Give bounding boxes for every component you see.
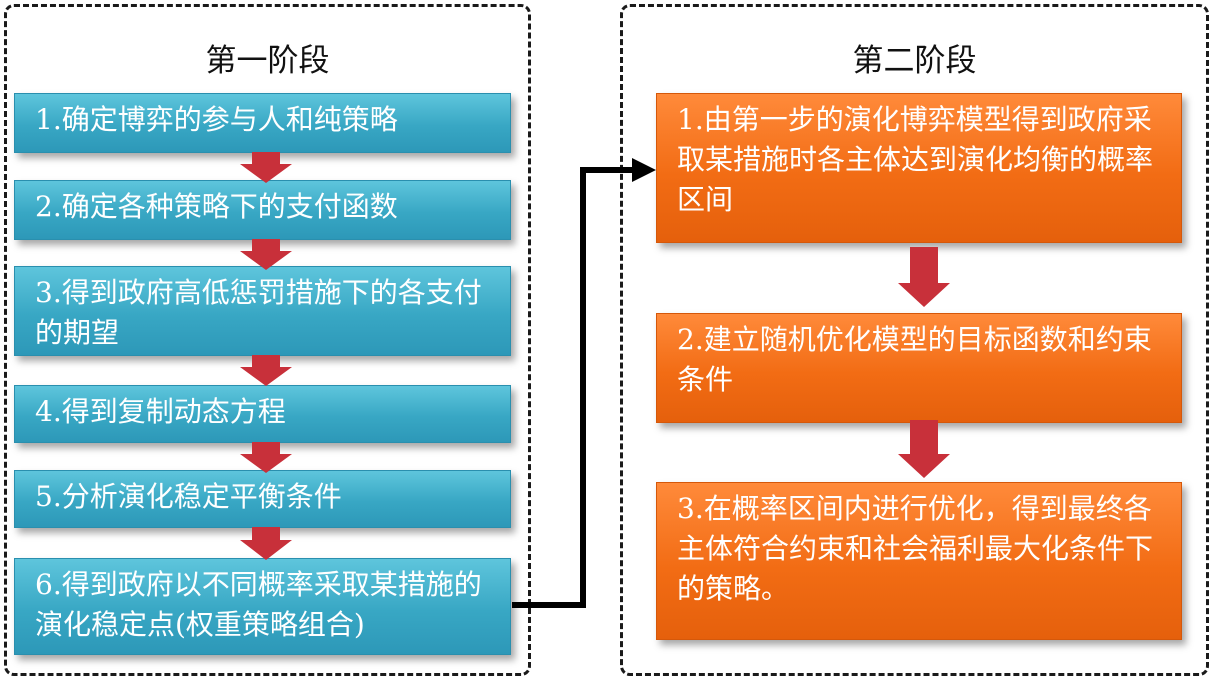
stage-two-title: 第二阶段: [852, 43, 977, 79]
down-arrow-icon: [898, 420, 950, 478]
stage-one-step-6: 6.得到政府以不同概率采取某措施的演化稳定点(权重策略组合): [14, 558, 511, 655]
stage-two-step-1: 1.由第一步的演化博弈模型得到政府采取某措施时各主体达到演化均衡的概率区间: [656, 93, 1182, 243]
down-arrow-icon: [898, 247, 950, 307]
stage-one-step-3: 3.得到政府高低惩罚措施下的各支付的期望: [14, 266, 511, 356]
stage-one-step-4: 4.得到复制动态方程: [14, 385, 511, 443]
down-arrow-icon: [240, 239, 292, 270]
stage-two-step-3: 3.在概率区间内进行优化，得到最终各主体符合约束和社会福利最大化条件下的策略。: [656, 482, 1182, 640]
stage-one-step-2: 2.确定各种策略下的支付函数: [14, 180, 511, 240]
down-arrow-icon: [240, 355, 292, 386]
down-arrow-icon: [240, 152, 292, 183]
down-arrow-icon: [240, 527, 292, 560]
stage-one-title: 第一阶段: [205, 43, 330, 79]
down-arrow-icon: [240, 442, 292, 473]
stage-two-step-2: 2.建立随机优化模型的目标函数和约束条件: [656, 313, 1182, 423]
stage-one-panel: 第一阶段: [4, 4, 531, 676]
stage-two-panel: 第二阶段: [620, 4, 1209, 676]
